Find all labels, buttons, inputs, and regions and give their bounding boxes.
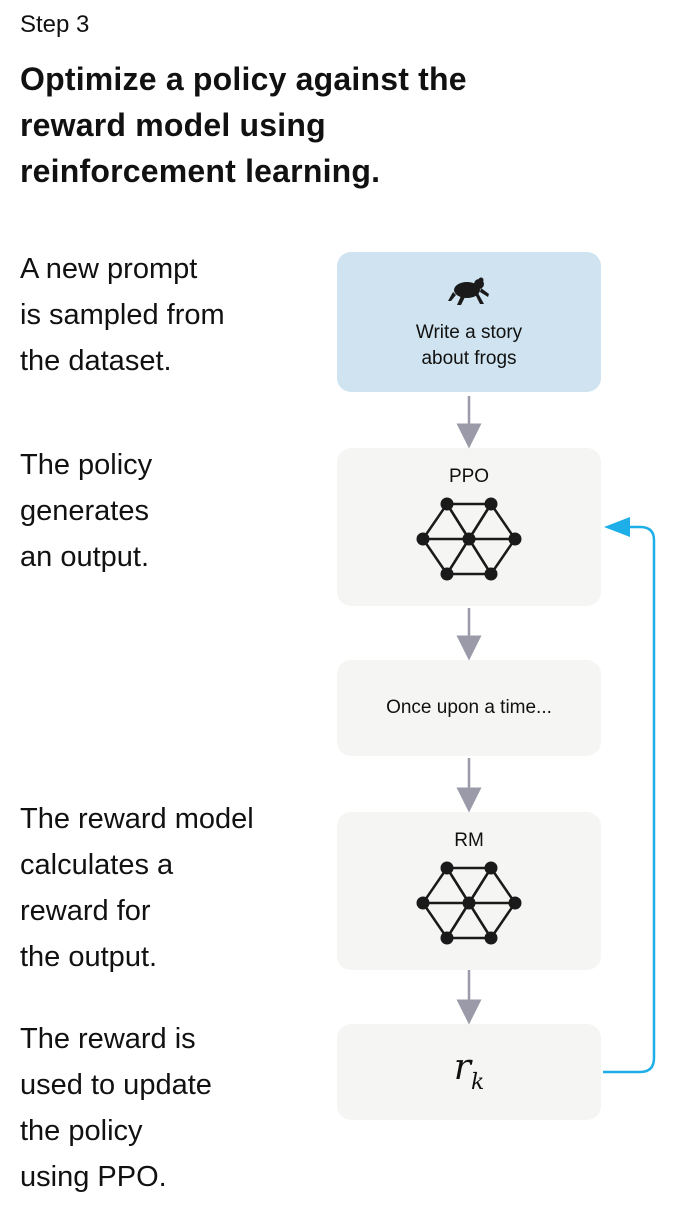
policy-box: PPO [337,448,601,606]
description-prompt: A new prompt is sampled from the dataset… [20,253,225,377]
prompt-text: Write a story about frogs [415,322,523,369]
reward-subscript: k [470,1070,485,1096]
neural-network-icon [416,497,522,581]
reward-symbol: rk [337,1046,601,1103]
description-reward: The reward is used to update the policy … [20,1023,212,1193]
reward-box: rk [337,1024,601,1120]
output-text: Once upon a time... [386,697,552,718]
description-policy: The policy generates an output. [20,449,153,573]
frog-icon [448,277,489,305]
step-label: Step 3 [20,11,90,38]
reward-model-box: RM [337,812,601,970]
policy-label: PPO [448,466,490,487]
feedback-loop-arrow [603,525,656,1074]
reward-variable: r [453,1047,471,1088]
prompt-box: Write a story about frogs [337,252,601,392]
description-reward-model: The reward model calculates a reward for… [20,803,254,973]
neural-network-icon [416,861,522,945]
headline: Optimize a policy against the reward mod… [20,61,467,189]
reward-model-label: RM [454,830,484,851]
output-box: Once upon a time... [337,660,601,756]
feedback-arrowhead [604,517,630,537]
